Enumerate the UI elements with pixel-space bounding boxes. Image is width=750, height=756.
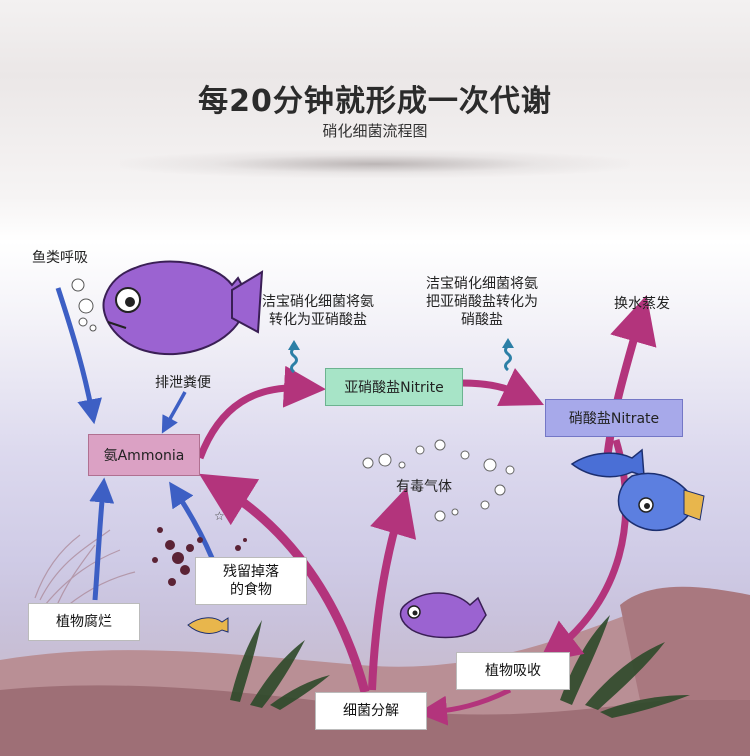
label-water-change: 换水蒸发	[614, 296, 670, 312]
label-toxic-gas: 有毒气体	[396, 479, 452, 495]
tropical-fish-icon	[187, 448, 705, 634]
label-nitrite-conversion: 洁宝硝化细菌将氨 把亚硝酸盐转化为 硝酸盐	[426, 275, 538, 329]
wave-arrow-head-left	[288, 340, 300, 350]
node-plant-absorb: 植物吸收	[456, 652, 570, 690]
node-nitrate: 硝酸盐Nitrate	[545, 399, 683, 437]
label-ammonia-conversion: 洁宝硝化细菌将氨 转化为亚硝酸盐	[262, 293, 374, 329]
bacteria-to-gas-arrow	[368, 487, 417, 691]
food-arrow	[169, 481, 215, 559]
node-leftover-food-line-2: 的食物	[230, 582, 272, 598]
label-ammonia-conversion-line-1: 洁宝硝化细菌将氨	[262, 294, 374, 310]
label-excretion: 排泄粪便	[155, 375, 211, 391]
decaying-plant-icon	[34, 529, 136, 613]
title-shadow-band	[120, 150, 630, 178]
node-leftover-food: 残留掉落 的食物	[195, 557, 307, 605]
page-subtitle: 硝化细菌流程图	[322, 122, 428, 140]
toxic-gas-cloud	[362, 439, 515, 522]
node-bacteria-decompose: 细菌分解	[315, 692, 427, 730]
sparkle-icon: ☆	[214, 509, 225, 523]
bacteria-to-ammonia-arrow	[199, 473, 370, 694]
rock	[620, 586, 750, 700]
label-fish-breath: 鱼类呼吸	[32, 250, 88, 266]
food-particles	[152, 527, 247, 586]
label-nitrite-conversion-line-3: 硝酸盐	[461, 312, 503, 328]
small-fish-icon	[399, 592, 487, 639]
seaweed-icon	[230, 615, 690, 718]
bubbles-icon	[71, 278, 97, 332]
plant-to-bacteria-arrow	[417, 687, 512, 726]
plant-decay-arrow	[89, 477, 115, 601]
ammonia-to-nitrite-arrow	[196, 365, 326, 460]
fish-breath-arrow	[55, 287, 102, 425]
label-nitrite-conversion-line-2: 把亚硝酸盐转化为	[426, 294, 538, 310]
label-ammonia-conversion-line-2: 转化为亚硝酸盐	[269, 312, 367, 328]
node-nitrite: 亚硝酸盐Nitrite	[325, 368, 463, 406]
big-fish-icon	[102, 260, 264, 356]
label-nitrite-conversion-line-1: 洁宝硝化细菌将氨	[426, 276, 538, 292]
wave-arrow-icon	[290, 344, 512, 374]
water-change-arrow	[602, 294, 657, 471]
excretion-arrow	[161, 391, 187, 434]
node-leftover-food-line-1: 残留掉落	[223, 564, 279, 580]
wave-arrow-head-right	[502, 338, 514, 348]
page-title: 每20分钟就形成一次代谢	[198, 84, 552, 119]
nitrite-to-nitrate-arrow	[461, 368, 545, 407]
node-plant-decay: 植物腐烂	[28, 603, 140, 641]
node-ammonia: 氨Ammonia	[88, 434, 200, 476]
